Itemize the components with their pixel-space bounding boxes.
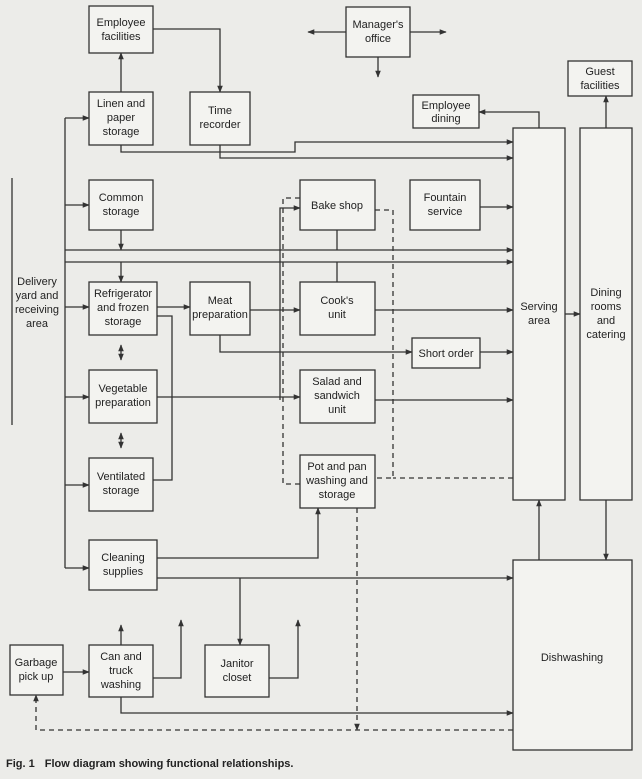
- link-refrigerator-ventilated: [153, 315, 173, 481]
- arrow-linen-to-serving: [120, 139, 514, 153]
- arrow-meat-to-short-order: [219, 335, 413, 355]
- arrow-can-truck-out: [153, 619, 184, 679]
- box-dishwashing: Dishwashing: [512, 559, 633, 751]
- label-dishwashing: Dishwashing: [541, 652, 603, 664]
- arrow-cleaning-to-pot-pan: [157, 507, 321, 559]
- figure-title: Flow diagram showing functional relation…: [44, 758, 294, 770]
- dashed-right-loop: [375, 209, 394, 479]
- dashed-left-loop: [282, 197, 300, 485]
- arrow-time-to-serving: [219, 145, 514, 161]
- arrow-meat-to-bake: [279, 205, 301, 310]
- solid-connectors: [63, 28, 609, 716]
- arrow-janitor-out: [269, 619, 301, 679]
- arrow-serving-to-employee-dining: [478, 109, 540, 128]
- dashed-return-to-garbage: [33, 694, 513, 731]
- figure-caption: Fig. 1 Flow diagram showing functional re…: [6, 758, 293, 770]
- dashed-connectors: [33, 197, 513, 731]
- box-short-order: Short order: [411, 337, 481, 369]
- label-short-order: Short order: [418, 348, 473, 360]
- arrow-facilities-to-time-recorder: [153, 28, 223, 93]
- label-bake-shop: Bake shop: [311, 200, 363, 212]
- box-bake-shop: Bake shop: [299, 179, 376, 231]
- figure-number: Fig. 1: [6, 758, 35, 770]
- arrow-can-to-dishwashing: [120, 697, 514, 716]
